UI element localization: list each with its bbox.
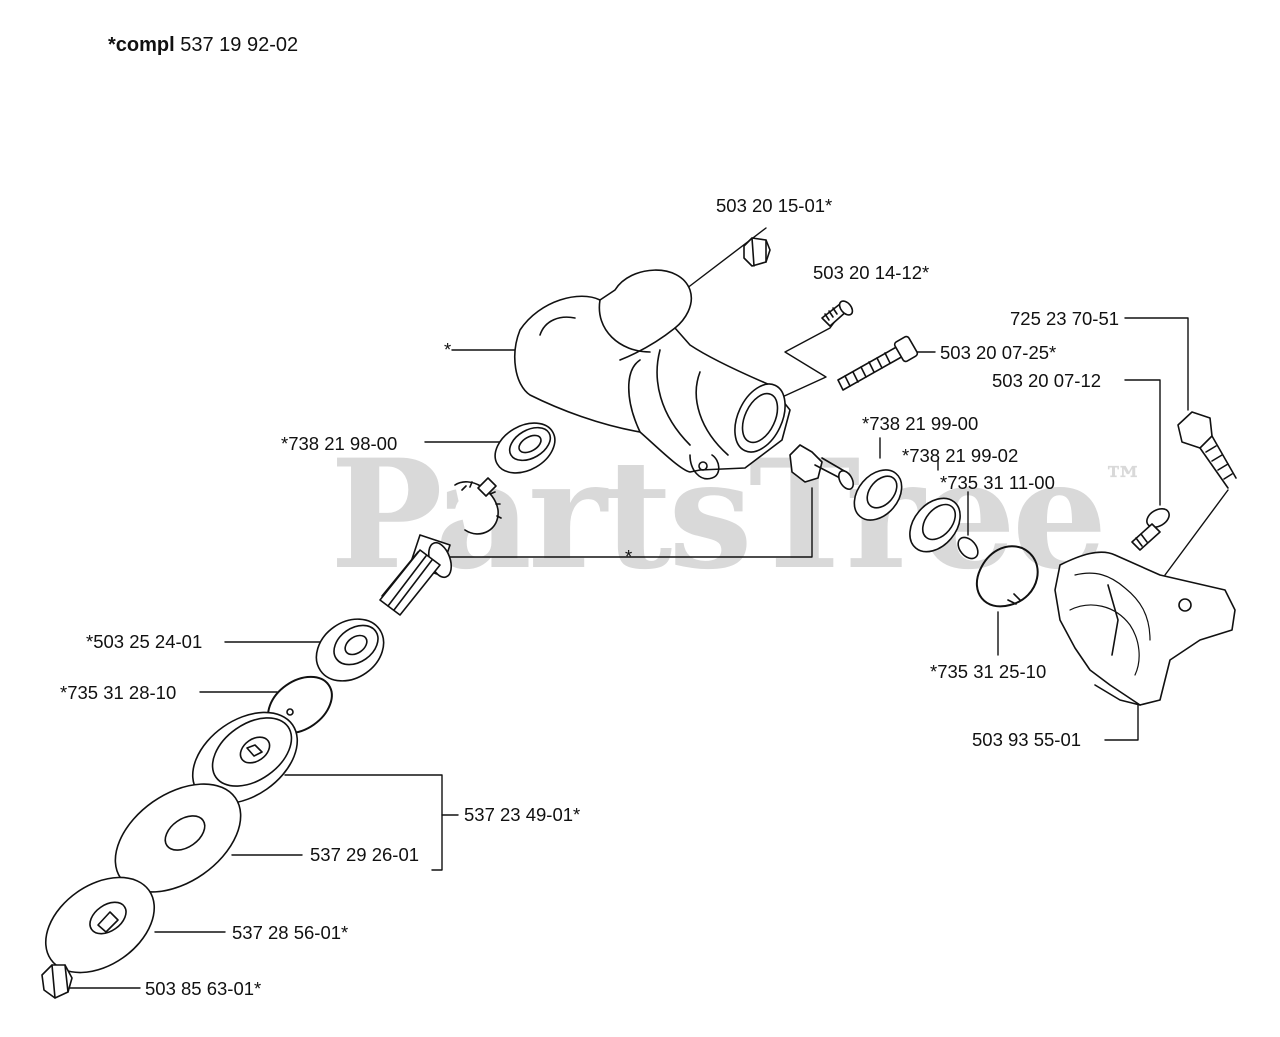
plug-screw	[743, 237, 771, 267]
title-prefix: *compl	[108, 34, 175, 56]
label-guard-screw: 503 20 07-12	[992, 370, 1102, 391]
label-shaft-group: *	[625, 546, 633, 567]
small-ring	[957, 536, 979, 560]
washer	[44, 876, 156, 974]
guard-bolt	[1177, 411, 1237, 489]
label-lower-circlip: *735 31 28-10	[60, 682, 177, 703]
label-right-bearing-2: *738 21 99-02	[902, 445, 1019, 466]
short-screw	[821, 300, 854, 327]
assembly-title: *compl 537 19 92-02	[108, 34, 298, 57]
label-short-screw: 503 20 14-12*	[813, 262, 930, 283]
output-shaft	[379, 477, 502, 616]
label-plug-screw: 503 20 15-01*	[716, 195, 833, 216]
label-right-circlip: *735 31 25-10	[930, 661, 1047, 682]
pinion-gear	[789, 444, 855, 490]
label-guard-bolt: 725 23 70-51	[1010, 308, 1120, 329]
label-nut: 503 85 63-01*	[145, 978, 262, 999]
label-group-kit: 537 23 49-01*	[464, 804, 581, 825]
label-guard: 503 93 55-01	[972, 729, 1082, 750]
support-cup	[191, 711, 299, 805]
upper-bearing	[494, 422, 556, 474]
label-washer: 537 28 56-01*	[232, 922, 349, 943]
nut	[41, 964, 73, 999]
guard-screw	[1131, 508, 1170, 551]
label-upper-bearing: *738 21 98-00	[281, 433, 398, 454]
long-screw	[837, 335, 919, 391]
title-number: 537 19 92-02	[180, 34, 299, 56]
right-bearing-1	[853, 469, 903, 521]
label-right-bearing-1: *738 21 99-00	[862, 413, 979, 434]
blade-guard	[1054, 551, 1236, 706]
label-housing: *	[444, 339, 452, 360]
lower-bearing	[315, 618, 385, 682]
label-dish: 537 29 26-01	[310, 844, 420, 865]
label-lower-bearing: *503 25 24-01	[86, 631, 203, 652]
right-bearing-2	[909, 497, 961, 553]
label-long-screw: 503 20 07-25*	[940, 342, 1057, 363]
label-small-ring: *735 31 11-00	[940, 472, 1055, 493]
right-circlip	[975, 545, 1039, 608]
gear-housing	[514, 269, 791, 480]
